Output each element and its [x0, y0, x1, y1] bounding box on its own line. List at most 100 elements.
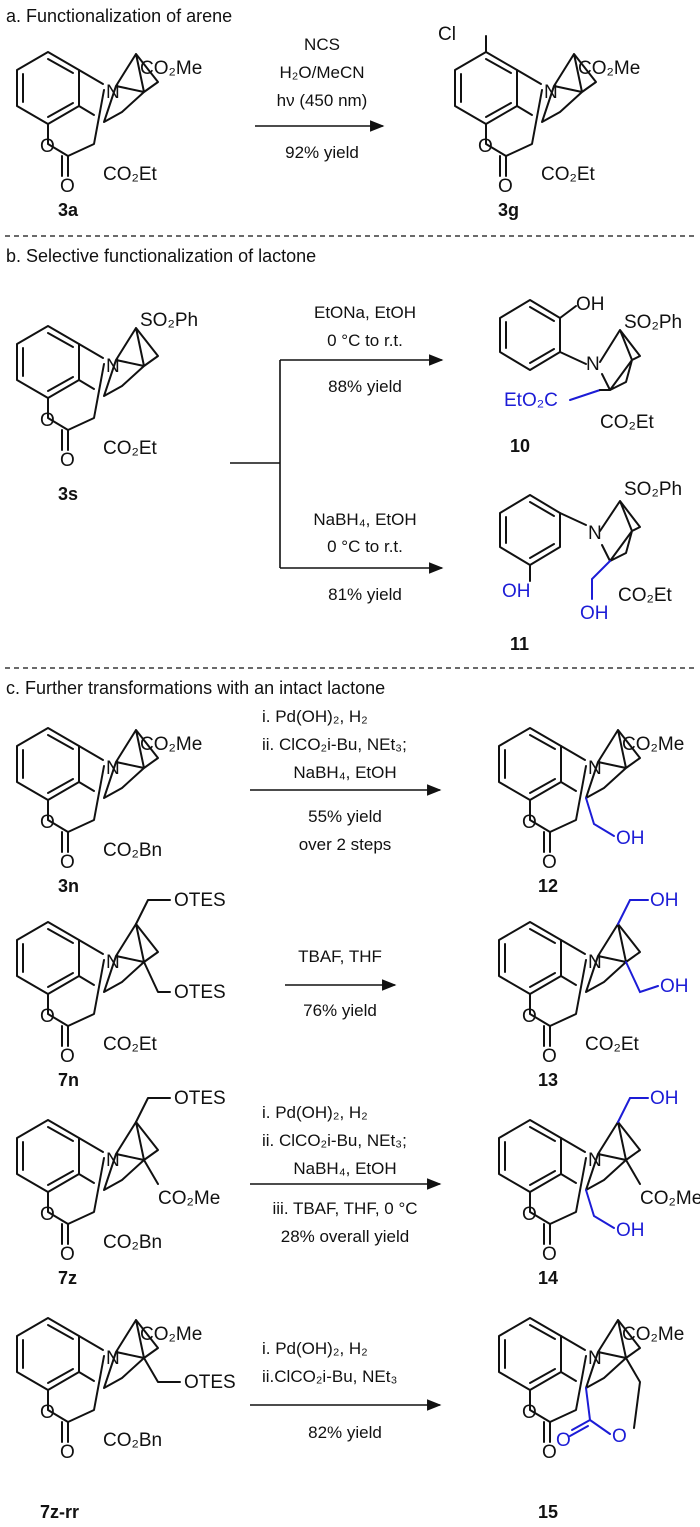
- svg-text:N: N: [106, 758, 120, 779]
- svg-text:CO₂Et: CO₂Et: [103, 164, 158, 185]
- condition-c2-1: TBAF, THF: [298, 947, 382, 966]
- svg-text:CO₂Et: CO₂Et: [103, 438, 158, 459]
- svg-text:OTES: OTES: [174, 1088, 226, 1109]
- svg-text:OH: OH: [576, 294, 605, 315]
- condition-c3-2: ii. ClCO₂i-Bu, NEt₃;: [262, 1131, 407, 1150]
- condition-c1-2: ii. ClCO₂i-Bu, NEt₃;: [262, 735, 407, 754]
- section-a-title: a. Functionalization of arene: [6, 6, 232, 26]
- svg-text:O: O: [60, 176, 75, 197]
- svg-text:O: O: [40, 1006, 55, 1027]
- svg-text:O: O: [542, 1046, 557, 1067]
- compound-label-7n: 7n: [58, 1070, 79, 1090]
- condition-b2-1: NaBH₄, EtOH: [313, 510, 416, 529]
- svg-text:OH: OH: [580, 603, 609, 624]
- svg-text:CO₂Me: CO₂Me: [140, 1324, 202, 1345]
- condition-c1-5: over 2 steps: [299, 835, 392, 854]
- compound-label-3n: 3n: [58, 876, 79, 896]
- svg-text:N: N: [544, 82, 558, 103]
- svg-text:CO₂Me: CO₂Me: [578, 58, 640, 79]
- molecule-15: N O O CO₂Me O O: [498, 1317, 684, 1463]
- compound-label-7z: 7z: [58, 1268, 77, 1288]
- svg-text:O: O: [498, 176, 513, 197]
- compound-label-3g: 3g: [498, 200, 519, 220]
- section-c-title: c. Further transformations with an intac…: [6, 678, 385, 698]
- svg-text:N: N: [588, 758, 602, 779]
- molecule-3g: Cl N O O CO₂Me CO₂Et: [438, 24, 640, 197]
- svg-text:O: O: [522, 1402, 537, 1423]
- svg-text:O: O: [60, 1442, 75, 1463]
- molecule-12: N O O CO₂Me OH: [498, 727, 684, 873]
- condition-b2-2: 0 °C to r.t.: [327, 537, 403, 556]
- svg-text:O: O: [522, 1006, 537, 1027]
- svg-text:O: O: [612, 1426, 627, 1447]
- svg-text:O: O: [40, 1204, 55, 1225]
- condition-c3-5: 28% overall yield: [281, 1227, 410, 1246]
- compound-label-14: 14: [538, 1268, 558, 1288]
- svg-text:CO₂Me: CO₂Me: [140, 734, 202, 755]
- condition-b1-2: 0 °C to r.t.: [327, 331, 403, 350]
- compound-label-12: 12: [538, 876, 558, 896]
- compound-label-13: 13: [538, 1070, 558, 1090]
- svg-text:OH: OH: [650, 1088, 679, 1109]
- condition-a-2: H₂O/MeCN: [280, 63, 365, 82]
- molecule-13: N O O OH OH CO₂Et: [498, 890, 689, 1067]
- svg-text:CO₂Et: CO₂Et: [103, 1034, 158, 1055]
- condition-c3-4: iii. TBAF, THF, 0 °C: [272, 1199, 417, 1218]
- svg-text:N: N: [586, 354, 600, 375]
- svg-text:CO₂Me: CO₂Me: [140, 58, 202, 79]
- svg-text:OTES: OTES: [174, 982, 226, 1003]
- compound-label-3a: 3a: [58, 200, 79, 220]
- svg-text:SO₂Ph: SO₂Ph: [624, 312, 682, 333]
- svg-text:CO₂Et: CO₂Et: [618, 585, 673, 606]
- condition-a-1: NCS: [304, 35, 340, 54]
- svg-text:CO₂Bn: CO₂Bn: [103, 1232, 162, 1253]
- svg-text:OH: OH: [616, 1220, 645, 1241]
- condition-c3-3: NaBH₄, EtOH: [293, 1159, 396, 1178]
- condition-b1-3: 88% yield: [328, 377, 402, 396]
- svg-text:CO₂Me: CO₂Me: [640, 1188, 700, 1209]
- molecule-7z: N O O OTES CO₂Me CO₂Bn: [16, 1088, 226, 1265]
- svg-text:N: N: [588, 1150, 602, 1171]
- condition-a-3: hν (450 nm): [277, 91, 368, 110]
- svg-text:CO₂Et: CO₂Et: [585, 1034, 640, 1055]
- condition-c1-4: 55% yield: [308, 807, 382, 826]
- svg-text:OTES: OTES: [174, 890, 226, 911]
- svg-text:SO₂Ph: SO₂Ph: [624, 479, 682, 500]
- molecule-10: OH N SO₂Ph EtO₂C CO₂Et: [499, 294, 682, 433]
- compound-label-15: 15: [538, 1502, 558, 1522]
- svg-text:OH: OH: [502, 581, 531, 602]
- molecule-7n: N O O OTES OTES CO₂Et: [16, 890, 226, 1067]
- svg-text:N: N: [106, 952, 120, 973]
- svg-text:O: O: [522, 812, 537, 833]
- svg-text:CO₂Et: CO₂Et: [541, 164, 596, 185]
- svg-text:O: O: [60, 852, 75, 873]
- molecule-3a: N O O CO₂Me CO₂Et: [16, 51, 202, 197]
- svg-text:OH: OH: [650, 890, 679, 911]
- molecule-11: N SO₂Ph OH OH CO₂Et: [499, 479, 682, 624]
- compound-label-3s: 3s: [58, 484, 78, 504]
- svg-text:N: N: [106, 82, 120, 103]
- svg-text:O: O: [478, 136, 493, 157]
- svg-text:O: O: [542, 1442, 557, 1463]
- condition-c4-3: 82% yield: [308, 1423, 382, 1442]
- svg-text:O: O: [40, 410, 55, 431]
- molecule-14: N O O OH CO₂Me OH: [498, 1088, 700, 1265]
- svg-text:O: O: [40, 1402, 55, 1423]
- svg-text:N: N: [106, 1150, 120, 1171]
- svg-text:CO₂Et: CO₂Et: [600, 412, 655, 433]
- molecule-7z-rr: N O O CO₂Me OTES CO₂Bn: [16, 1317, 236, 1463]
- svg-text:CO₂Me: CO₂Me: [622, 734, 684, 755]
- svg-text:CO₂Me: CO₂Me: [158, 1188, 220, 1209]
- svg-text:CO₂Me: CO₂Me: [622, 1324, 684, 1345]
- svg-text:O: O: [542, 852, 557, 873]
- compound-label-10: 10: [510, 436, 530, 456]
- condition-a-4: 92% yield: [285, 143, 359, 162]
- svg-text:SO₂Ph: SO₂Ph: [140, 310, 198, 331]
- svg-text:O: O: [556, 1430, 571, 1451]
- svg-text:CO₂Bn: CO₂Bn: [103, 840, 162, 861]
- svg-text:O: O: [522, 1204, 537, 1225]
- molecule-3n: N O O CO₂Me CO₂Bn: [16, 727, 202, 873]
- svg-text:O: O: [60, 1244, 75, 1265]
- svg-text:OTES: OTES: [184, 1372, 236, 1393]
